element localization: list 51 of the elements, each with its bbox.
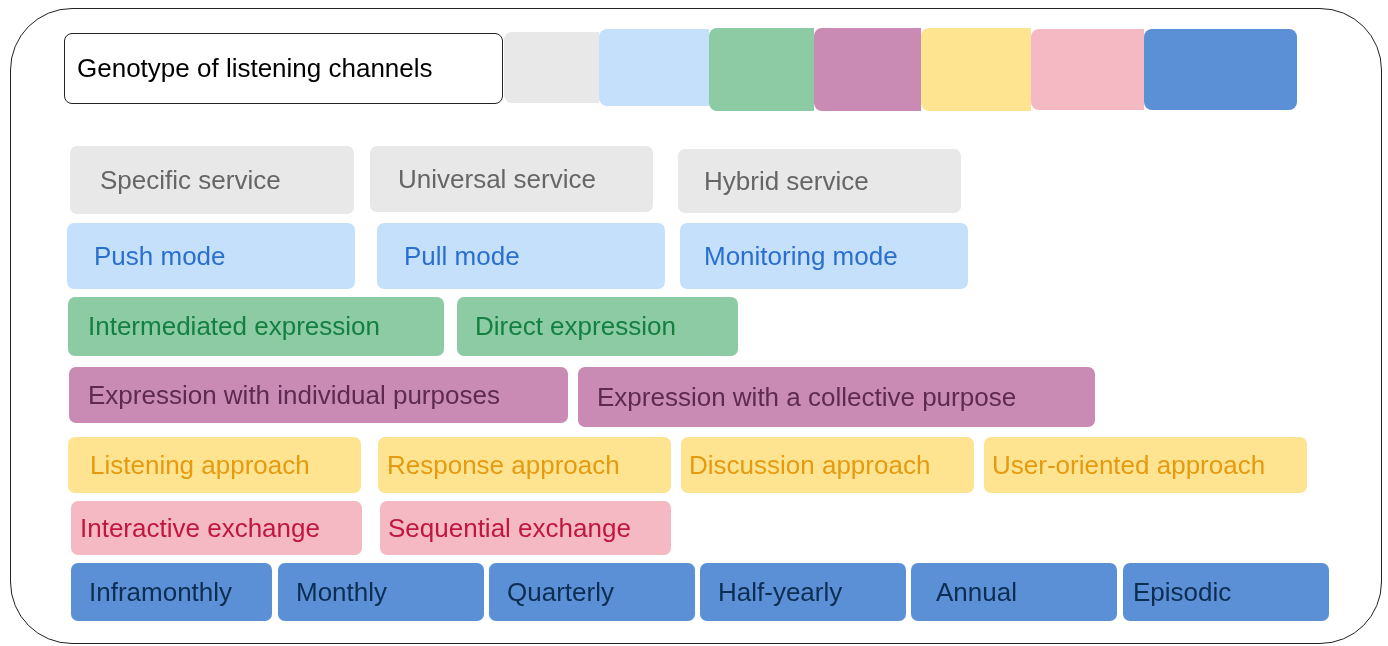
category-box	[1123, 563, 1329, 621]
category-label: Direct expression	[475, 312, 676, 341]
color-block	[709, 28, 814, 111]
category-label: Expression with a collective purpose	[597, 382, 1017, 412]
category-label: Pull mode	[404, 241, 520, 271]
title-box	[64, 33, 503, 104]
category-box	[69, 367, 568, 423]
category-box	[680, 223, 968, 289]
category-label: Monitoring mode	[704, 241, 898, 271]
category-label: Discussion approach	[689, 450, 931, 480]
category-box	[68, 437, 361, 493]
category-label: Universal service	[398, 164, 596, 194]
category-label: Half-yearly	[718, 577, 843, 607]
category-label: Annual	[936, 577, 1017, 607]
category-box	[278, 563, 484, 621]
category-label: Listening approach	[90, 450, 310, 480]
category-label: Inframonthly	[89, 577, 233, 607]
category-box	[377, 223, 665, 289]
category-box	[71, 501, 362, 555]
category-label: Push mode	[94, 241, 226, 271]
category-label: User-oriented approach	[992, 450, 1266, 480]
category-box	[700, 563, 906, 621]
category-box	[457, 297, 738, 356]
category-label: Quarterly	[507, 577, 614, 607]
color-block	[814, 28, 921, 111]
category-box	[71, 563, 272, 621]
category-label: Sequential exchange	[388, 513, 631, 543]
category-label: Response approach	[387, 450, 620, 480]
rounded-frame	[10, 8, 1382, 644]
category-label: Monthly	[296, 577, 388, 607]
title-text: Genotype of listening channels	[77, 54, 433, 83]
category-box	[68, 297, 444, 356]
category-label: Episodic	[1133, 577, 1232, 607]
category-box	[67, 223, 355, 289]
category-label: Hybrid service	[704, 166, 869, 196]
category-box	[378, 437, 671, 493]
category-box	[984, 437, 1307, 493]
color-block	[921, 28, 1031, 111]
color-block	[1144, 29, 1297, 110]
color-block	[599, 29, 709, 106]
category-label: Interactive exchange	[80, 513, 320, 543]
category-box	[380, 501, 671, 555]
category-label: Expression with individual purposes	[88, 380, 500, 410]
category-box	[489, 563, 695, 621]
category-label: Specific service	[100, 165, 281, 195]
category-box	[681, 437, 974, 493]
category-box	[911, 563, 1117, 621]
category-label: Intermediated expression	[88, 312, 380, 341]
color-block	[1031, 29, 1144, 110]
color-block	[504, 32, 599, 103]
category-box	[578, 367, 1095, 427]
